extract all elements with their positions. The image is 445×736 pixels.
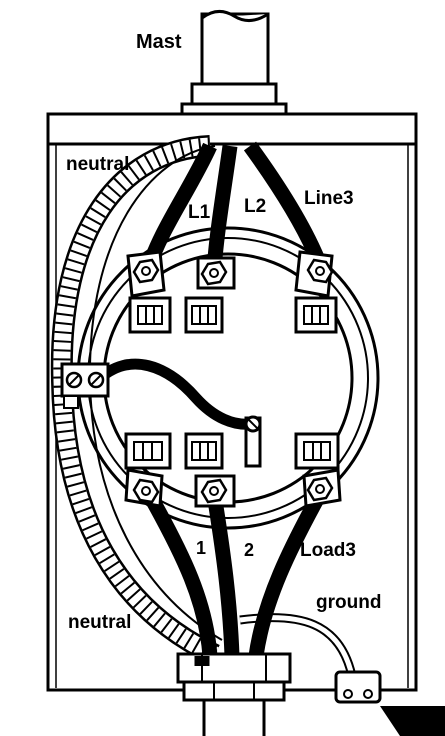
bottom-conduit-hub: [176, 652, 292, 736]
lower-terminals: [124, 432, 342, 508]
diagram-labels: Mast neutral L1 L2 Line3 1 2 Load3 groun…: [66, 31, 381, 633]
neutral-bond-wire: [94, 358, 262, 468]
mast: [180, 10, 288, 118]
load-conductors: [141, 486, 329, 658]
l2-label: L2: [244, 196, 266, 217]
mast-label: Mast: [136, 31, 182, 53]
neutral-top-label: neutral: [66, 154, 129, 175]
neutral-bottom-label: neutral: [68, 612, 131, 633]
line3-label: Line3: [304, 188, 354, 209]
ground-label: ground: [316, 592, 381, 613]
upper-terminals: [126, 250, 338, 334]
load3-label: Load3: [300, 540, 356, 561]
l1-label: L1: [188, 202, 211, 223]
neutral-terminal-block: [60, 362, 110, 409]
load1-label: 1: [196, 538, 206, 558]
load2-label: 2: [244, 540, 254, 560]
